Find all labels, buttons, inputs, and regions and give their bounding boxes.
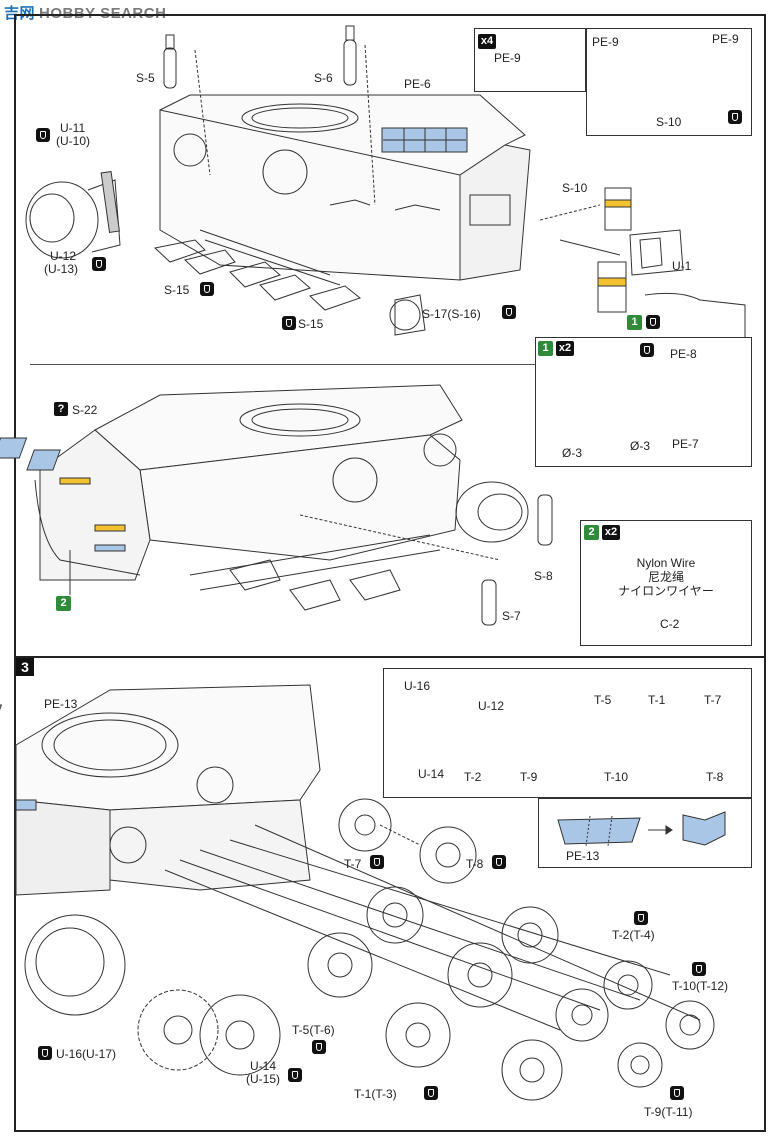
step3-number: 3 [16,658,34,676]
step1-detail-panel [535,337,752,467]
glue-icon [288,1068,302,1082]
count-badge: x4 [478,34,496,49]
step2-divider [16,656,766,658]
label-t9: T-9(T-11) [644,1105,693,1119]
label-s15: S-15 [164,283,190,297]
step3-hull-drawing [0,684,321,1016]
watermark-cn: 吉网 [4,5,36,22]
label-t1: T-1 [648,693,666,707]
label-pe7: PE-7 [672,437,699,451]
label-c2: C-2 [660,617,680,631]
watermark-en: HOBBY SEARCH [39,5,167,22]
bend-icon [640,343,654,357]
label-pe9: PE-9 [494,51,521,65]
glue-icon [36,128,50,142]
label-s10: S-10 [562,181,588,195]
step1-small-parts-drawing [389,187,746,340]
label-t2: T-2 [464,770,482,784]
step1-divider [30,364,535,365]
label-u12: U-12 [478,699,505,713]
label-s7: S-7 [502,609,521,623]
step3-suspension-drawing [164,824,701,1031]
pe13-panel [538,798,752,868]
label-u13: (U-13) [44,262,79,276]
label-pe9: PE-9 [712,32,739,46]
label-t1: T-1(T-3) [354,1087,397,1101]
label-t5: T-5(T-6) [292,1023,335,1037]
label-pe8: PE-8 [670,347,697,361]
label-u16: U-16(U-17) [56,1047,117,1061]
step1-final-drive-drawing [25,171,121,259]
label-u14: U-14 [250,1059,277,1073]
step2-suspension-drawing [189,494,553,626]
nylon-panel [580,520,752,646]
step1-hull-drawing [159,94,531,281]
label-u15: (U-15) [246,1072,281,1086]
label-u11: U-11 [60,121,86,135]
label-t9: T-9 [520,770,538,784]
nylon-label-cn: 尼龙绳 [647,570,684,584]
step1-shock-drawing [163,25,376,206]
question-icon: ? [54,402,68,416]
label-s6: S-6 [314,71,333,85]
count-badge: x2 [602,525,620,540]
page-frame [14,14,766,1132]
label-s15: S-15 [298,317,324,331]
glue-icon [92,257,106,271]
label-t8: T-8 [706,770,724,784]
nylon-badge: 2 [584,525,599,540]
label-t8: T-8 [466,857,484,871]
glue-icon [200,282,214,296]
label-u1: U-1 [672,259,692,273]
wheel-panel [383,668,752,798]
label-pe13: PE-13 [566,849,600,863]
label-u12: U-12 [50,249,77,263]
label-s17: S-17(S-16) [422,307,481,321]
bend-icon [728,110,742,124]
label-pe9: PE-9 [592,35,619,49]
label-t10: T-10 [604,770,629,784]
step1-suspension-drawing [153,229,362,311]
detail-badge: 1 [538,341,553,356]
label-t5: T-5 [594,693,612,707]
label-u16: U-16 [404,679,431,693]
label-u10: (U-10) [56,134,91,148]
label-t10: T-10(T-12) [672,979,729,993]
glue-icon [692,962,706,976]
label-o3: Ø-3 [562,446,583,460]
label-s22: S-22 [72,403,98,417]
glue-icon [424,1086,438,1100]
label-o3: Ø-3 [630,439,651,453]
label-u14: U-14 [418,767,445,781]
label-s8: S-8 [534,569,553,583]
nylon-label-en: Nylon Wire [636,556,696,570]
nylon-label-jp: ナイロンワイヤー [618,584,714,598]
label-s5: S-5 [136,71,155,85]
glue-icon [634,911,648,925]
label-pe6: PE-6 [404,77,431,91]
glue-icon [312,1040,326,1054]
glue-icon [492,855,506,869]
label-s10: S-10 [656,115,682,129]
s10-panel [586,28,752,136]
step2-sub-badge: 2 [56,596,71,611]
label-t7: T-7 [344,857,362,871]
label-t2: T-2(T-4) [612,928,655,942]
step2-hull-drawing [0,384,529,595]
glue-icon [502,305,516,319]
pe13-panel-drawing [557,811,726,847]
label-pe13: PE-13 [44,697,78,711]
glue-icon [670,1086,684,1100]
glue-icon [370,855,384,869]
glue-icon [282,316,296,330]
count-badge: x2 [556,341,574,356]
step3-wheels-drawing [137,798,715,1101]
glue-icon [646,315,660,329]
step1-sub-badge: 1 [627,315,642,330]
label-t7: T-7 [704,693,722,707]
glue-icon [38,1046,52,1060]
